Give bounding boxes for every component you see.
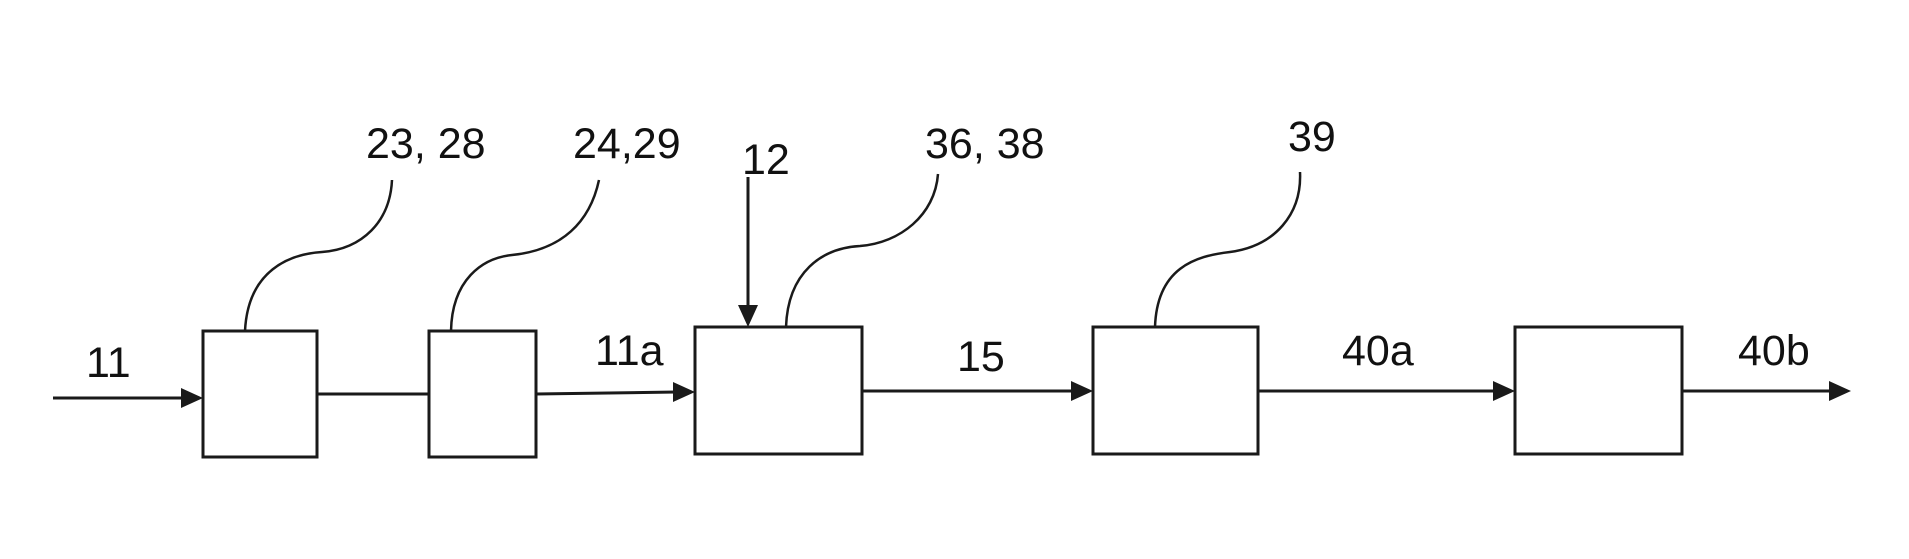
process-box-2 [429,331,536,457]
label-ref-box2: 24,29 [573,120,681,168]
process-box-4 [1093,327,1258,454]
leader-line-box3 [786,174,938,327]
arrowhead-top-input [738,305,758,327]
process-box-1 [203,331,317,457]
label-ref-box1: 23, 28 [366,120,486,168]
arrowhead-input [181,388,203,408]
label-after-box4: 40a [1342,327,1414,375]
leader-line-box2 [451,180,599,331]
flow-line-box2-box3 [536,392,677,394]
label-input: 11 [86,339,131,387]
arrowhead-box4-left [1071,381,1093,401]
process-box-3 [695,327,862,454]
arrowhead-box5-left [1493,381,1515,401]
arrowhead-output [1829,381,1851,401]
process-box-5 [1515,327,1682,454]
label-after-box3: 15 [957,333,1005,381]
arrowhead-box3-left [673,382,695,402]
leader-line-box1 [245,180,392,331]
label-output: 40b [1738,327,1810,375]
leader-line-box4 [1155,172,1300,327]
label-ref-box3: 36, 38 [925,120,1045,168]
label-after-box2: 11a [595,327,664,375]
label-ref-box4: 39 [1288,113,1336,161]
label-top-input: 12 [742,136,790,184]
